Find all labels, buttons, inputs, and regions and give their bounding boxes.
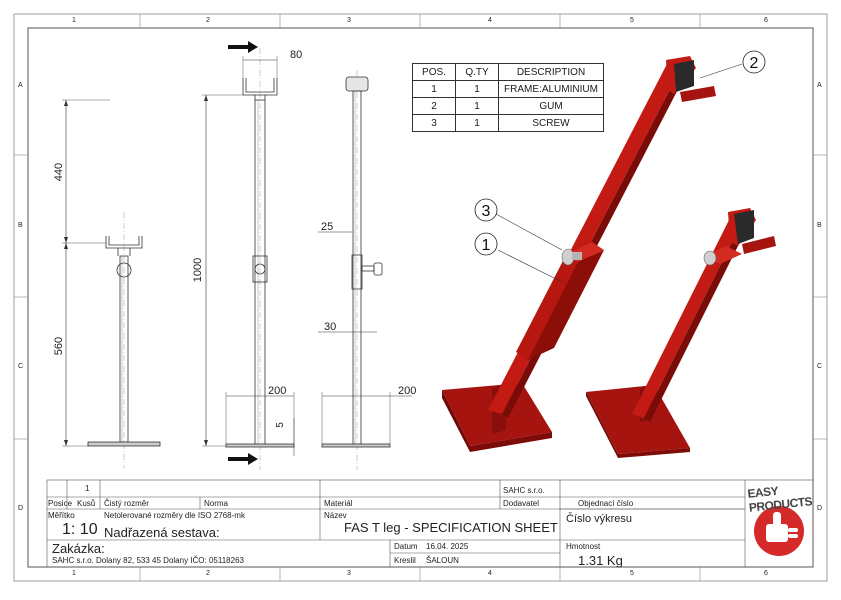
tb-hdr-objednaci-cislo: Objednací číslo — [578, 499, 634, 508]
tb-hdr-norma: Norma — [204, 499, 229, 508]
tb-hdr-kusu: Kusů — [77, 499, 96, 508]
dim-30: 30 — [324, 321, 336, 333]
view-side — [318, 70, 412, 470]
grid-col-4-bottom: 4 — [488, 570, 492, 577]
tb-scale: 1: 10 — [62, 521, 98, 538]
balloon-3 — [474, 198, 498, 222]
bom-header-description: DESCRIPTION — [498, 63, 604, 81]
bom-header-row: POS. Q.TY DESCRIPTION — [412, 63, 604, 81]
bom-cell: FRAME:ALUMINIUM — [498, 80, 604, 98]
grid-row-d-right: D — [817, 505, 823, 512]
bom-table: POS. Q.TY DESCRIPTION 1 1 FRAME:ALUMINIU… — [412, 63, 604, 132]
tb-address: SAHC s.r.o. Dolany 82, 533 45 Dolany IČO… — [52, 556, 244, 565]
grid-row-d-left: D — [18, 505, 24, 512]
bom-header-qty: Q.TY — [455, 63, 499, 81]
grid-row-c-left: C — [18, 363, 24, 370]
bom-cell: 1 — [455, 80, 499, 98]
grid-row-a-left: A — [18, 82, 23, 89]
tb-drawing-title: FAS T leg - SPECIFICATION SHEET — [344, 520, 558, 535]
grid-row-a-right: A — [817, 82, 822, 89]
tb-tolerance-note: Netolerované rozměry dle ISO 2768-mk — [104, 511, 245, 520]
grid-col-4-top: 4 — [488, 17, 492, 24]
grid-col-1-top: 1 — [72, 17, 76, 24]
balloon-1 — [474, 232, 498, 256]
tb-hdr-material: Materiál — [324, 499, 353, 508]
grid-col-3-bottom: 3 — [347, 570, 351, 577]
tb-hdr-dodavatel: Dodavatel — [503, 499, 540, 508]
grid-row-b-right: B — [817, 222, 822, 229]
tb-hdr-datum: Datum — [394, 542, 418, 551]
dim-1000: 1000 — [192, 258, 204, 282]
grid-col-3-top: 3 — [347, 17, 351, 24]
view-left — [62, 99, 161, 468]
dim-200-front: 200 — [268, 385, 286, 397]
tb-hmotnost: 1.31 Kg — [578, 553, 623, 568]
tb-row-number: 1 — [85, 484, 90, 493]
bom-cell: 1 — [412, 80, 456, 98]
tb-hdr-cislo-vykresu: Číslo výkresu — [566, 513, 633, 525]
dim-25: 25 — [321, 221, 333, 233]
iso-render-large — [442, 56, 716, 452]
tb-hdr-cisty-rozmer: Čistý rozměr — [104, 499, 149, 508]
bom-cell: 1 — [455, 114, 499, 132]
grid-col-2-top: 2 — [206, 17, 210, 24]
grid-col-5-bottom: 5 — [630, 570, 634, 577]
grid-col-6-top: 6 — [764, 17, 768, 24]
grid-row-c-right: C — [817, 363, 823, 370]
view-front — [202, 48, 295, 470]
grid-col-6-bottom: 6 — [764, 570, 768, 577]
bom-header-pos: POS. — [412, 63, 456, 81]
bom-row: 3 1 SCREW — [412, 114, 604, 132]
bom-cell: 1 — [455, 97, 499, 115]
bom-row: 1 1 FRAME:ALUMINIUM — [412, 80, 604, 98]
balloon-2-label: 2 — [750, 55, 759, 72]
title-block-grid — [46, 479, 814, 568]
bom-row: 2 1 GUM — [412, 97, 604, 115]
balloon-1-label: 1 — [482, 237, 491, 254]
tb-hdr-nazev: Název — [324, 511, 347, 520]
grid-row-b-left: B — [18, 222, 23, 229]
bom-cell: 3 — [412, 114, 456, 132]
tb-hdr-kreslil: Kreslil — [394, 556, 416, 565]
dim-200-side: 200 — [398, 385, 416, 397]
section-arrows — [228, 41, 258, 465]
dim-560: 560 — [53, 337, 65, 355]
grid-col-5-top: 5 — [630, 17, 634, 24]
grid-ticks — [14, 14, 827, 581]
tb-kreslil: ŠALOUN — [426, 556, 459, 565]
balloon-2 — [742, 50, 766, 74]
tb-nadrazena-sestava: Nadřazená sestava: — [104, 525, 220, 540]
tb-datum: 16.04. 2025 — [426, 542, 469, 551]
iso-render-small — [586, 208, 776, 458]
balloons — [474, 50, 766, 256]
logo-mark — [754, 506, 804, 556]
grid-col-1-bottom: 1 — [72, 570, 76, 577]
leader-lines — [495, 63, 743, 283]
grid-col-2-bottom: 2 — [206, 570, 210, 577]
tb-company-short: SAHC s.r.o. — [503, 486, 545, 495]
tb-hdr-hmotnost: Hmotnost — [566, 542, 601, 551]
dim-80: 80 — [290, 49, 302, 61]
tb-hdr-posice: Posice — [48, 499, 73, 508]
outer-frame — [13, 13, 828, 582]
dim-5: 5 — [275, 422, 286, 428]
bom-cell: 2 — [412, 97, 456, 115]
bom-cell: GUM — [498, 97, 604, 115]
tb-zakazka: Zakázka: — [52, 541, 105, 556]
bom-cell: SCREW — [498, 114, 604, 132]
balloon-3-label: 3 — [482, 203, 491, 220]
tb-hdr-meritko: Měřítko — [48, 511, 75, 520]
dim-440: 440 — [53, 163, 65, 181]
